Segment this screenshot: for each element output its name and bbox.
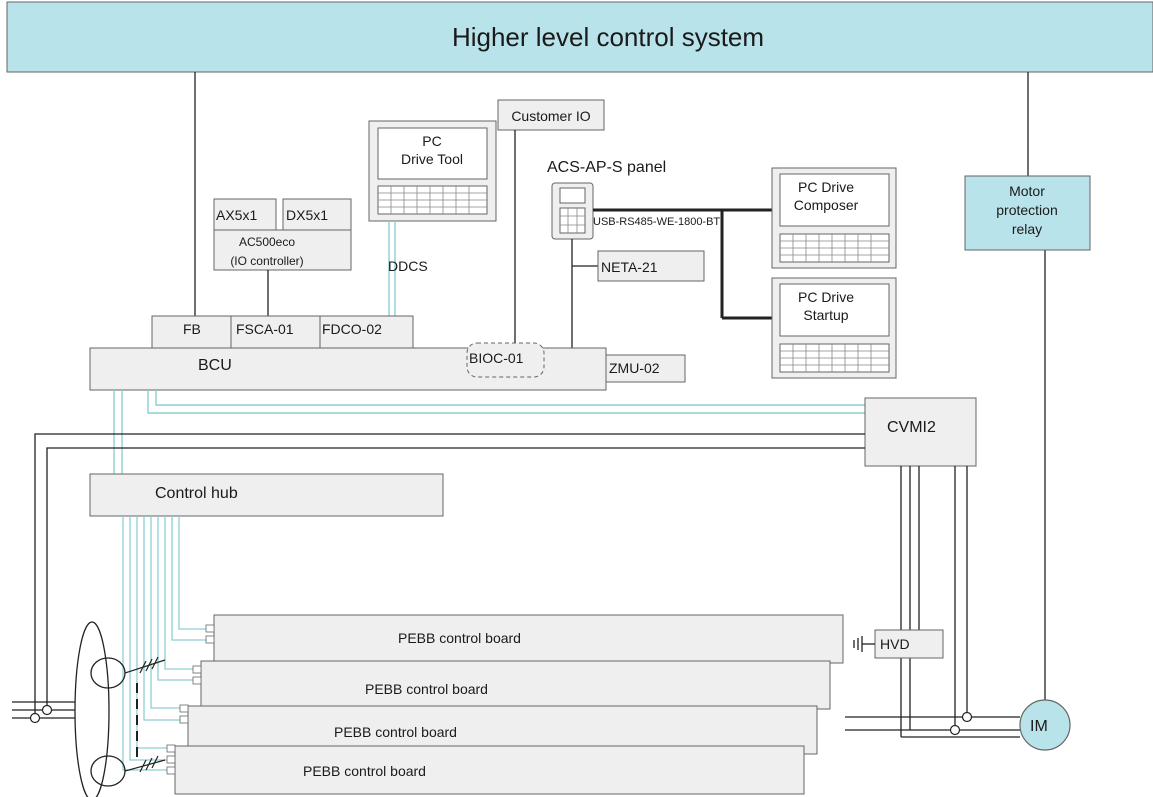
cvmi2-box [864, 397, 977, 467]
acs-ap-s-panel-device [551, 182, 594, 240]
bioc-box [466, 342, 545, 378]
neta-label: NETA-21 [601, 259, 658, 275]
ac500eco-label-1: AC500eco [239, 235, 295, 249]
fdco-label: FDCO-02 [322, 321, 382, 337]
cvmi2-label: CVMI2 [887, 419, 936, 436]
fsca-label: FSCA-01 [236, 321, 294, 337]
pebb-label-4: PEBB control board [303, 763, 426, 779]
bioc-label: BIOC-01 [469, 350, 524, 366]
hub-pebb-fiber [122, 516, 206, 771]
pebb-label-3: PEBB control board [334, 724, 457, 740]
composer-label-2: Composer [794, 197, 859, 213]
pebb-label-2: PEBB control board [365, 681, 488, 697]
fdco-box [319, 315, 414, 349]
fsca-box [230, 315, 321, 349]
neta-box [597, 250, 705, 282]
hvd-box [874, 629, 944, 659]
cvmi2-output-wires [900, 466, 968, 737]
ac500eco-label-2: (IO controller) [230, 254, 303, 268]
motor-icon [1019, 699, 1071, 751]
transformer-icon [74, 621, 166, 797]
bcu-hub-fiber [113, 390, 123, 474]
ddcs-label: DDCS [388, 258, 428, 274]
pebb-board-1 [213, 614, 844, 664]
bcu-label: BCU [198, 357, 232, 374]
ddcs-fiber-lines [388, 221, 396, 316]
junction-dot [29, 712, 41, 724]
pc-drive-composer-laptop [771, 167, 897, 269]
panel-link-label: USB-RS485-WE-1800-BT [593, 216, 720, 228]
pebb-board-4 [174, 745, 805, 795]
relay-label-1: Motor [1009, 183, 1045, 199]
pc-drive-tool-label-1: PC [422, 133, 441, 149]
pc-drive-tool-label-2: Drive Tool [401, 151, 463, 167]
pc-drive-startup-laptop [771, 277, 897, 379]
relay-label-2: protection [996, 202, 1057, 218]
startup-label-2: Startup [803, 307, 848, 323]
pebb-connectors [166, 624, 215, 775]
junction-dot [961, 711, 973, 723]
header-title: Higher level control system [452, 22, 764, 52]
customer-io-label: Customer IO [511, 108, 590, 124]
customer-io-box [497, 99, 605, 131]
composer-label-1: PC Drive [798, 179, 854, 195]
fb-box [151, 315, 232, 349]
relay-label-3: relay [1012, 221, 1042, 237]
header-bar [6, 1, 1153, 73]
pebb-board-2 [200, 660, 831, 710]
junction-dot [41, 704, 53, 716]
ground-icon [853, 636, 875, 652]
control-hub-label: Control hub [155, 485, 238, 502]
dx5x1-box [282, 198, 352, 231]
fb-label: FB [183, 321, 201, 337]
control-hub-box [89, 473, 444, 517]
pebb-label-1: PEBB control board [398, 630, 521, 646]
motor-protection-relay-box [964, 175, 1091, 251]
motor-label: IM [1030, 718, 1048, 735]
zmu-box [605, 354, 686, 383]
panel-title: ACS-AP-S panel [547, 159, 666, 176]
zmu-label: ZMU-02 [609, 360, 660, 376]
pc-drive-tool-laptop [368, 120, 497, 222]
hvd-label: HVD [880, 636, 910, 652]
dx5x1-label: DX5x1 [286, 207, 328, 223]
bcu-cvmi2-fiber [147, 390, 865, 414]
junction-dot [949, 724, 961, 736]
startup-label-1: PC Drive [798, 289, 854, 305]
cvmi2-input-wires [34, 433, 865, 718]
ax5x1-label: AX5x1 [216, 207, 257, 223]
ac500eco-box [213, 229, 352, 271]
motor-feeder-lines [845, 716, 1020, 738]
